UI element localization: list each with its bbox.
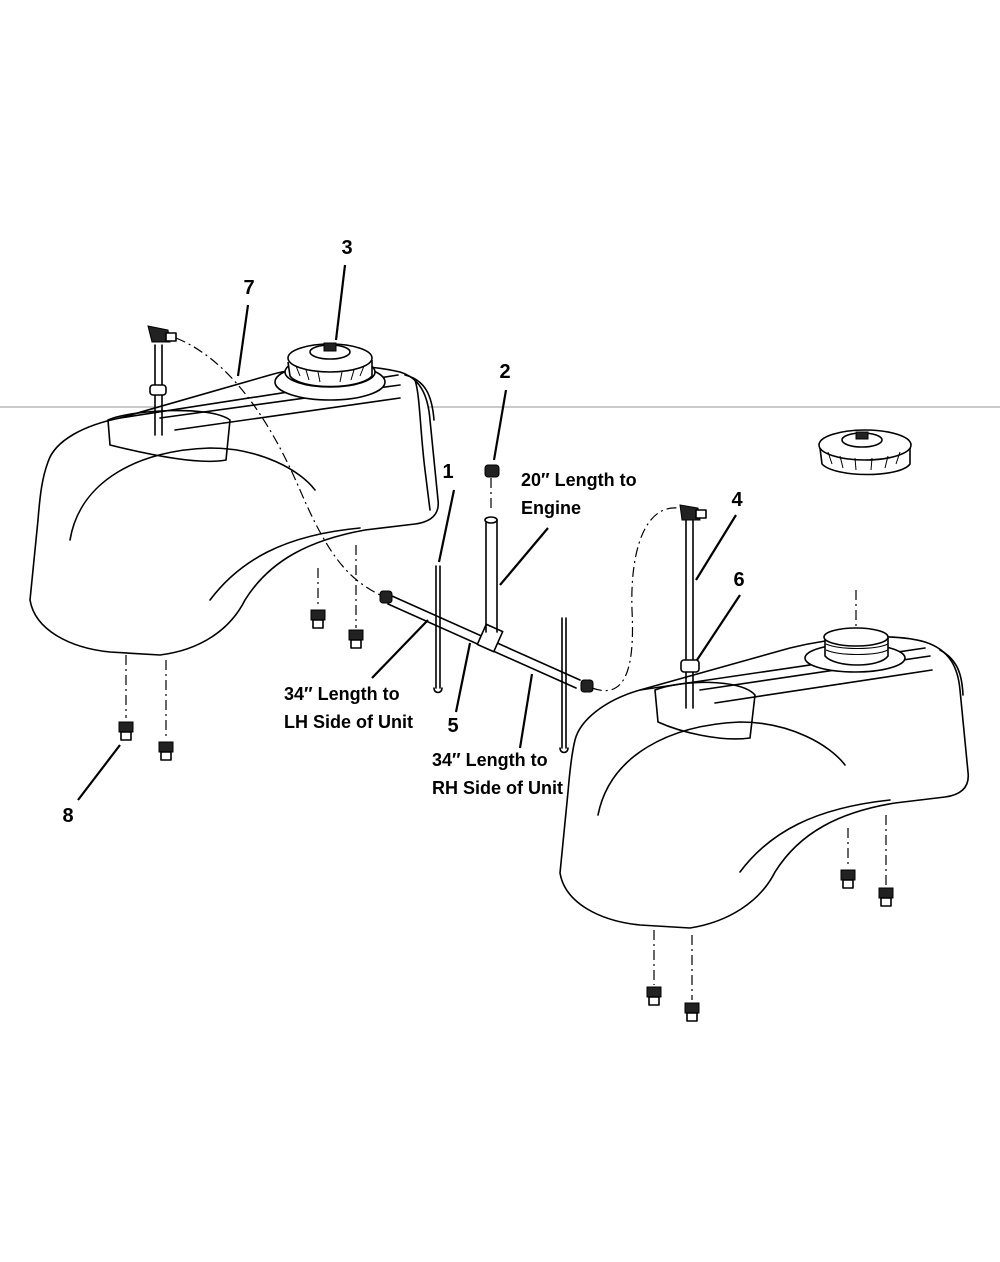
hex-bolt [348,629,364,649]
note-rh-line1: 34″ Length to [432,750,548,770]
hex-bolt [878,887,894,907]
callout-8: 8 [62,805,73,827]
fuel-cap-assembly-left [274,342,386,401]
note-engine-line1: 20″ Length to [521,470,637,490]
note-engine-line2: Engine [521,498,581,518]
fuel-pickup-tube-left [147,325,177,436]
hex-bolt [840,869,856,889]
left-tank-bolts [118,545,364,761]
filler-neck-right [804,590,906,673]
hex-bolt [310,609,326,629]
cable-tie-left [433,565,443,694]
hex-bolt [684,1002,700,1022]
callout-2: 2 [499,361,510,383]
callout-7: 7 [243,277,254,299]
fuel-pickup-tube-right [679,504,707,709]
callout-4: 4 [731,489,743,511]
callout-3: 3 [341,237,352,259]
note-rh-line2: RH Side of Unit [432,778,563,798]
leader-lines [77,264,741,801]
left-fuel-tank [29,365,440,656]
note-lh-line2: LH Side of Unit [284,712,413,732]
callout-1: 1 [442,461,453,483]
hex-bolt [118,721,134,741]
right-tank-bolts [646,815,894,1022]
note-lh-line1: 34″ Length to [284,684,400,704]
callout-5: 5 [447,715,458,737]
hex-bolt [646,986,662,1006]
fuel-cap-right [818,429,912,476]
right-fuel-tank [559,636,970,929]
hex-bolt [158,741,174,761]
fuel-line-assembly [175,337,679,693]
cable-tie-right [559,617,569,754]
callout-6: 6 [733,569,744,591]
